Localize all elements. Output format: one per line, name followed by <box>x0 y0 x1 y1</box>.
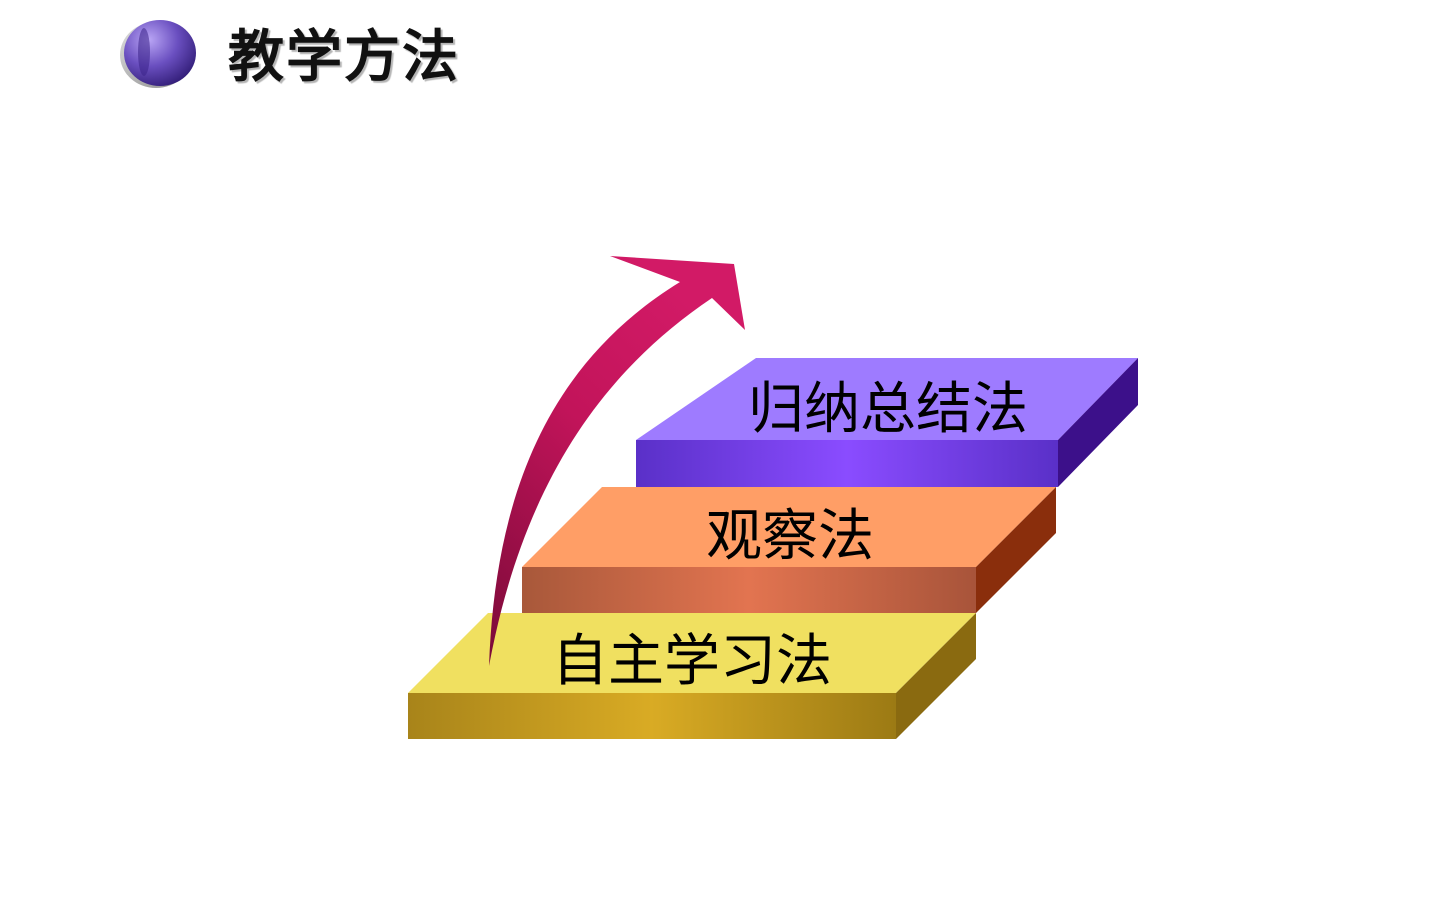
step-3-label: 归纳总结法 <box>748 377 1028 442</box>
step-3-top <box>636 358 1138 440</box>
step-2-label: 观察法 <box>706 504 874 569</box>
sphere-bullet-icon <box>120 20 196 88</box>
page-title: 教学方法 <box>228 25 460 90</box>
step-2: 观察法 <box>522 487 1056 613</box>
step-3-front <box>636 440 1058 487</box>
slide-header: 教学方法 <box>118 16 598 100</box>
step-2-front <box>522 567 976 613</box>
upward-curved-arrow-icon <box>489 256 745 666</box>
step-2-side <box>976 487 1056 613</box>
step-2-top <box>522 487 1056 567</box>
step-3: 归纳总结法 <box>636 358 1138 487</box>
step-1: 自主学习法 <box>408 613 976 739</box>
step-1-front <box>408 693 896 739</box>
step-1-top <box>408 613 976 693</box>
step-1-side <box>896 613 976 739</box>
step-1-label: 自主学习法 <box>552 629 832 694</box>
step-3-side <box>1058 358 1138 487</box>
